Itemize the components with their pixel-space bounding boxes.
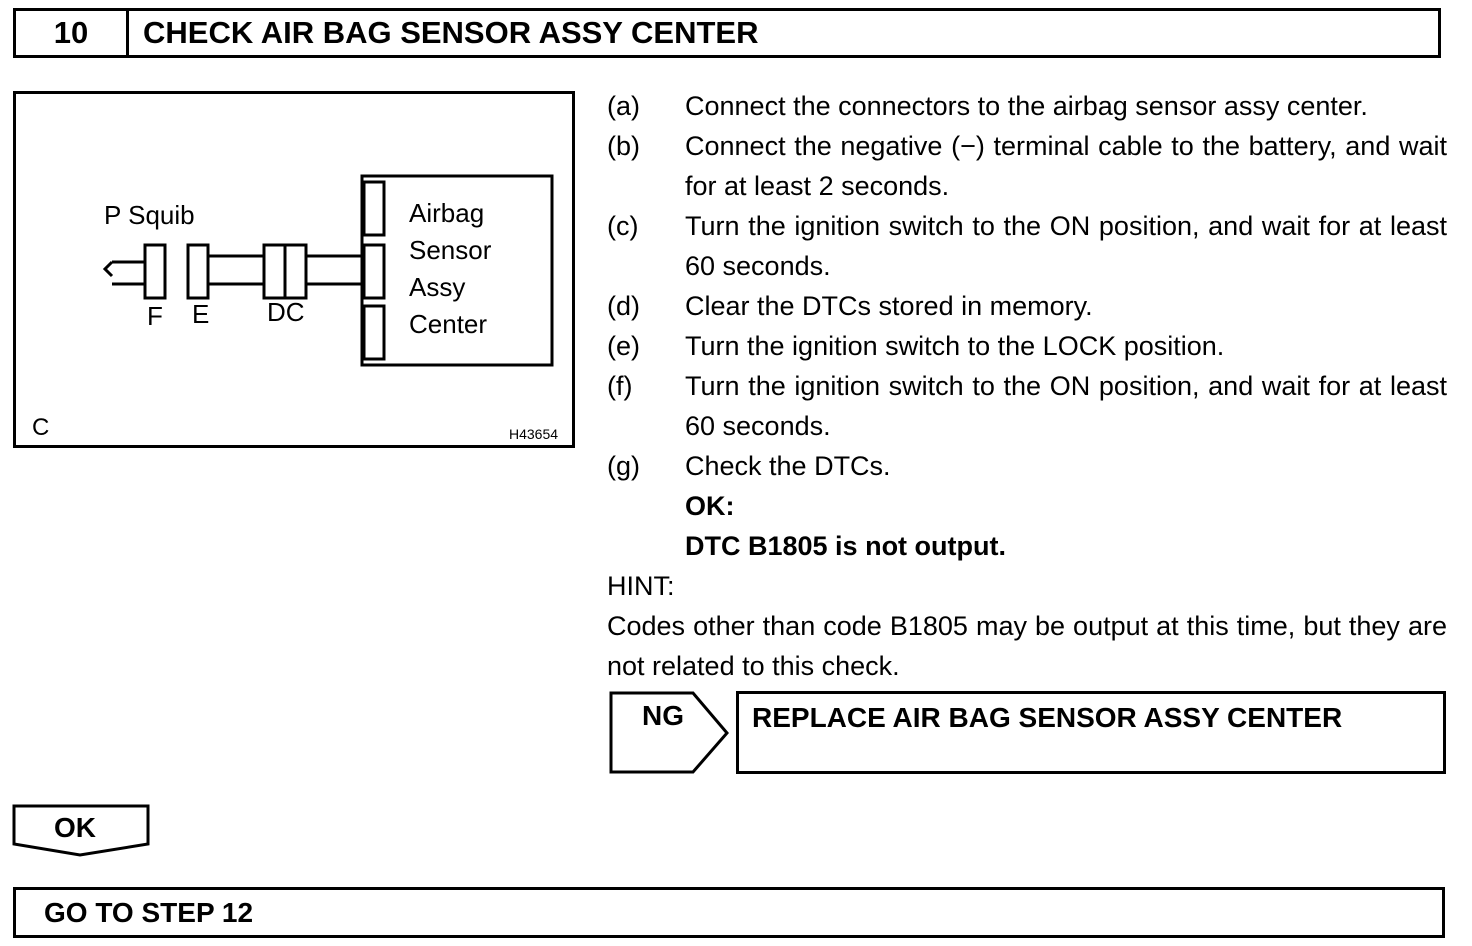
ecu-line-1: Airbag xyxy=(409,198,485,228)
corner-label: C xyxy=(32,414,50,441)
ecu-box-shape xyxy=(360,174,554,367)
list-item: (f) Turn the ignition switch to the ON p… xyxy=(607,366,1447,446)
step-letter: (e) xyxy=(607,331,640,361)
step-letter: (g) xyxy=(607,451,640,481)
ecu-line-4: Center xyxy=(409,309,488,339)
list-item: (a) Connect the connectors to the airbag… xyxy=(607,86,1447,126)
ecu-pin-1 xyxy=(362,180,386,237)
ng-branch: NG xyxy=(609,690,733,781)
step-text: Turn the ignition switch to the LOCK pos… xyxy=(685,331,1225,361)
step-text: Clear the DTCs stored in memory. xyxy=(685,291,1093,321)
step-letter: (b) xyxy=(607,131,640,161)
figure-code: H43654 xyxy=(509,426,559,442)
connector-f-shape xyxy=(143,243,167,300)
list-item: (e) Turn the ignition switch to the LOCK… xyxy=(607,326,1447,366)
step-letter: (f) xyxy=(607,371,633,401)
ok-criteria-text: DTC B1805 is not output. xyxy=(685,531,1007,561)
ecu-pin-2 xyxy=(362,243,386,300)
connector-dc-label: DC xyxy=(267,297,305,327)
connector-e-shape xyxy=(186,243,210,300)
ng-action-box: REPLACE AIR BAG SENSOR ASSY CENTER xyxy=(736,691,1446,774)
step-text: Connect the negative (−) terminal cable … xyxy=(685,131,1447,201)
ok-action-box: GO TO STEP 12 xyxy=(13,887,1445,938)
connector-f-label: F xyxy=(147,301,163,331)
step-text: Turn the ignition switch to the ON posit… xyxy=(685,371,1447,441)
step-letter: (d) xyxy=(607,291,640,321)
step-text: Turn the ignition switch to the ON posit… xyxy=(685,211,1447,281)
ecu-pin-3 xyxy=(362,304,386,361)
ok-arrow-shape xyxy=(12,804,150,857)
step-text: Connect the connectors to the airbag sen… xyxy=(685,91,1368,121)
squib-tip xyxy=(102,260,114,278)
ok-criteria-label: OK: xyxy=(685,491,735,521)
connector-schematic xyxy=(102,174,554,367)
hint-text: Codes other than code B1805 may be outpu… xyxy=(607,611,1447,681)
list-item: (g) Check the DTCs. xyxy=(607,446,1447,486)
step-letter: (a) xyxy=(607,91,640,121)
ecu-line-3: Assy xyxy=(409,272,466,302)
connector-e-label: E xyxy=(192,299,210,329)
step-text: Check the DTCs. xyxy=(685,451,891,481)
hint-label: HINT: xyxy=(607,571,675,601)
ng-label: NG xyxy=(642,700,684,731)
procedure-list: (a) Connect the connectors to the airbag… xyxy=(607,86,1447,686)
step-letter: (c) xyxy=(607,211,639,241)
wiring-diagram: P Squib F E DC Airbag Sensor Assy Center… xyxy=(13,91,575,448)
ecu-line-2: Sensor xyxy=(409,235,492,265)
step-number: 10 xyxy=(16,11,129,55)
ok-branch: OK xyxy=(12,804,152,863)
list-item: (b) Connect the negative (−) terminal ca… xyxy=(607,126,1447,206)
ok-label: OK xyxy=(54,812,96,843)
list-item: (d) Clear the DTCs stored in memory. xyxy=(607,286,1447,326)
step-title: CHECK AIR BAG SENSOR ASSY CENTER xyxy=(143,15,759,50)
squib-label: P Squib xyxy=(104,200,195,230)
list-item: (c) Turn the ignition switch to the ON p… xyxy=(607,206,1447,286)
step-header: 10 CHECK AIR BAG SENSOR ASSY CENTER xyxy=(13,8,1441,58)
ng-arrow-shape xyxy=(609,691,729,774)
